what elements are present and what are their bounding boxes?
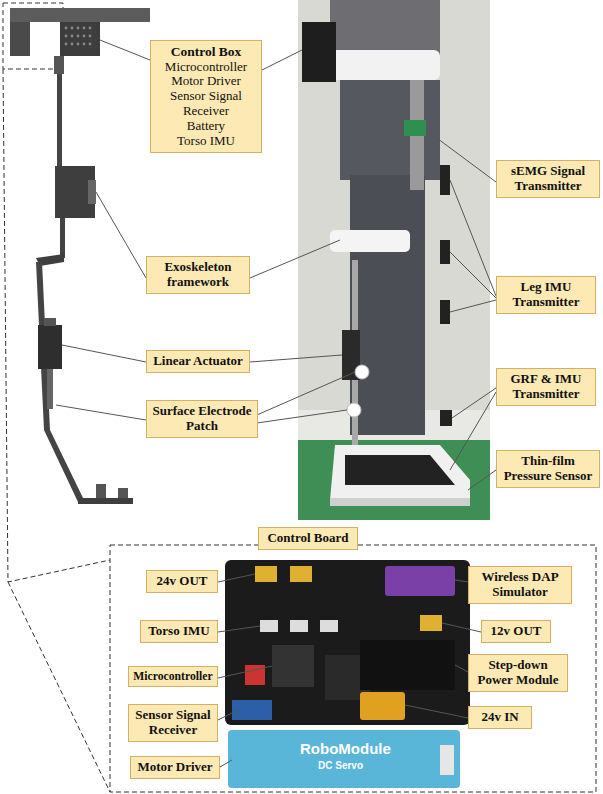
callout-box: Wireless DAP Simulator — [468, 566, 572, 604]
callout-box: Leg IMU Transmitter — [496, 276, 596, 314]
callout-label: Leg IMU Transmitter — [501, 280, 591, 310]
callout-box: Control Board — [258, 527, 358, 550]
callout-box: Microcontroller — [128, 666, 218, 687]
callout-item: Torso IMU — [155, 134, 257, 149]
callout-label: sEMG Signal Transmitter — [501, 164, 595, 194]
callout-item: Microcontroller — [155, 60, 257, 75]
callout-label: Motor Driver — [135, 760, 215, 775]
callout-item: Motor Driver — [155, 74, 257, 89]
callout-label: Linear Actuator — [151, 354, 245, 369]
callout-box: GRF & IMU Transmitter — [496, 368, 596, 406]
callout-box: 24v IN — [468, 706, 532, 729]
device-marking: DC Servo — [318, 760, 363, 771]
callout-label: Sensor Signal Receiver — [133, 708, 213, 738]
callout-box: Surface Electrode Patch — [146, 400, 258, 438]
callout-item: Sensor Signal Receiver — [155, 89, 257, 119]
callout-box: Exoskeleton framework — [146, 256, 250, 294]
callout-item: Battery — [155, 119, 257, 134]
callout-label: 24v OUT — [151, 574, 213, 589]
callout-label: 24v IN — [473, 710, 527, 725]
callout-box: Control BoxMicrocontrollerMotor DriverSe… — [150, 40, 262, 153]
callout-label: Surface Electrode Patch — [151, 404, 253, 434]
callout-label: Control Board — [263, 531, 353, 546]
callout-box: 24v OUT — [146, 570, 218, 593]
callout-box: Linear Actuator — [146, 350, 250, 373]
callout-box: Thin-film Pressure Sensor — [496, 450, 600, 488]
callout-box: Step-down Power Module — [468, 654, 568, 692]
callout-label: Step-down Power Module — [473, 658, 563, 688]
callout-label: Wireless DAP Simulator — [473, 570, 567, 600]
callout-label: Torso IMU — [145, 624, 213, 639]
callout-box: 12v OUT — [481, 620, 551, 643]
device-marking: RoboModule — [300, 740, 391, 757]
callout-box: Sensor Signal Receiver — [128, 704, 218, 742]
callout-label: Control Box — [155, 44, 257, 60]
callout-label: Thin-film Pressure Sensor — [501, 454, 595, 484]
callout-label: 12v OUT — [486, 624, 546, 639]
callout-box: sEMG Signal Transmitter — [496, 160, 600, 198]
callout-box: Motor Driver — [130, 756, 220, 779]
callout-label: GRF & IMU Transmitter — [501, 372, 591, 402]
callout-label: Exoskeleton framework — [151, 260, 245, 290]
callout-box: Torso IMU — [140, 620, 218, 643]
callout-label: Microcontroller — [133, 670, 213, 683]
